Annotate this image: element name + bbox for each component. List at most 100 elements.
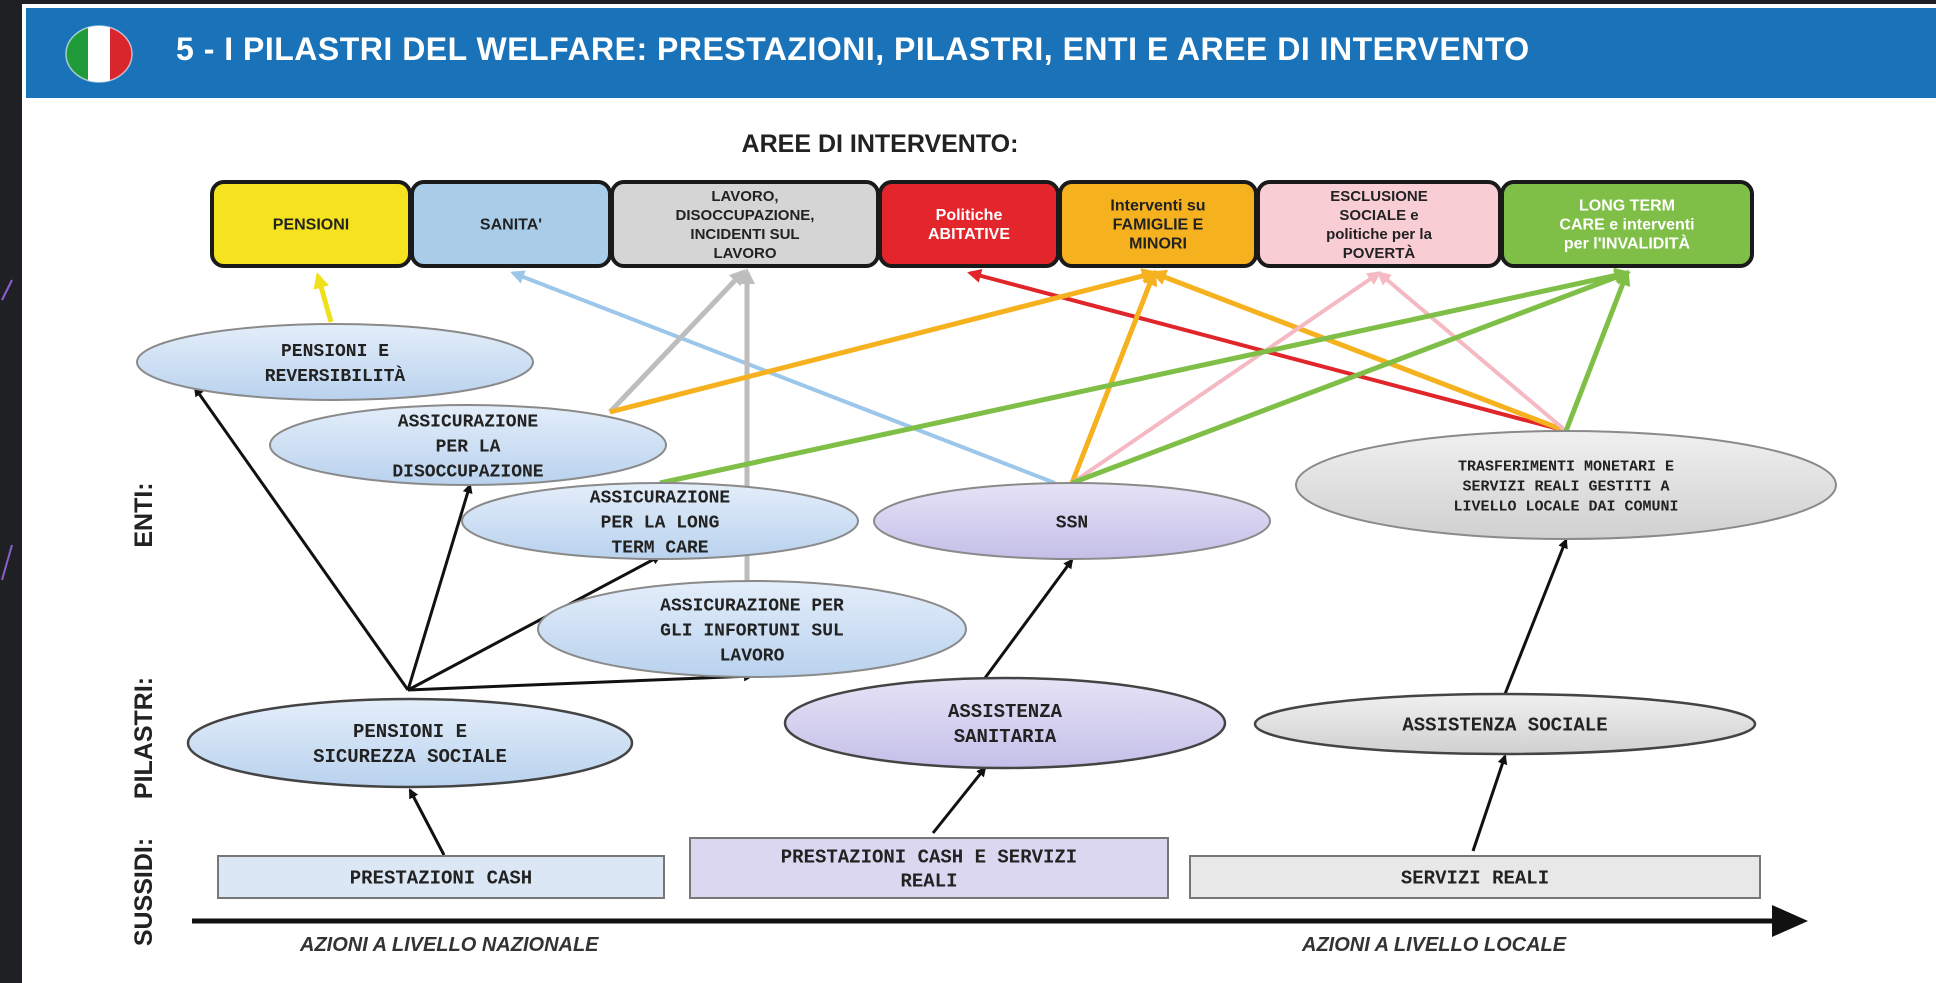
sussidio-box bbox=[689, 837, 1169, 899]
arrow-black bbox=[1503, 538, 1568, 695]
area-label-line: MINORI bbox=[1129, 236, 1187, 253]
arrow-pink bbox=[1070, 271, 1382, 485]
area-poverta: ESCLUSIONE SOCIALE e politiche per la POVER… bbox=[1256, 180, 1502, 268]
sussidio-box bbox=[1189, 855, 1761, 899]
arrow-blue bbox=[510, 270, 1056, 485]
arrow-green bbox=[659, 267, 1631, 486]
area-label-line: FAMIGLIE E bbox=[1113, 217, 1204, 234]
area-label-line: SOCIALE e bbox=[1339, 207, 1418, 224]
area-label-line: INCIDENTI SUL bbox=[690, 226, 799, 243]
area-sanita: SANITA' bbox=[410, 180, 612, 268]
area-label: ESCLUSIONE SOCIALE e politiche per la POVER… bbox=[1326, 188, 1433, 262]
area-pensioni: PENSIONI bbox=[210, 180, 412, 268]
arrow-black bbox=[407, 554, 662, 692]
ente-ellipse bbox=[136, 323, 534, 401]
sussidio-label-line: PRESTAZIONI CASH bbox=[350, 868, 532, 890]
ente-label-line: ASSICURAZIONE bbox=[590, 488, 731, 508]
arrow-black bbox=[407, 671, 754, 692]
area-label-line: DISOCCUPAZIONE, bbox=[676, 207, 815, 224]
areas-title: AREE DI INTERVENTO: bbox=[742, 130, 1019, 158]
arrow-black bbox=[406, 483, 473, 691]
pilastro-sicurezza: PENSIONI E SICUREZZA SOCIALE bbox=[186, 697, 634, 789]
page-title: 5 - I PILASTRI DEL WELFARE: PRESTAZIONI,… bbox=[176, 31, 1530, 67]
pilastro-label-line: ASSISTENZA SOCIALE bbox=[1402, 715, 1607, 737]
ente-label-line: PER LA LONG bbox=[601, 513, 720, 533]
row-label-pilastri: PILASTRI: bbox=[130, 677, 158, 799]
ente-ssn: SSN bbox=[873, 482, 1271, 560]
header-bar: 5 - I PILASTRI DEL WELFARE: PRESTAZIONI,… bbox=[26, 8, 1936, 98]
arrow-black bbox=[193, 386, 410, 691]
ente-label-line: LAVORO bbox=[720, 646, 785, 666]
arrow-green bbox=[1071, 269, 1631, 486]
arrow-orange bbox=[1150, 269, 1567, 434]
arrow-orange bbox=[609, 268, 1158, 415]
ente-label: SSN bbox=[1056, 513, 1088, 533]
axis-arrowhead bbox=[1772, 905, 1808, 937]
pilastro-label: ASSISTENZA SOCIALE bbox=[1402, 715, 1607, 737]
ente-label-line: ASSICURAZIONE PER bbox=[660, 596, 844, 616]
arrow-orange bbox=[1069, 269, 1158, 484]
sussidio-label: PRESTAZIONI CASH bbox=[350, 868, 532, 890]
sussidio-label-line: PRESTAZIONI CASH E SERVIZI bbox=[781, 847, 1077, 869]
ente-ellipse bbox=[461, 482, 859, 560]
row-label-sussidi: SUSSIDI: bbox=[130, 838, 158, 946]
area-label-line: CARE e interventi bbox=[1559, 217, 1694, 234]
area-label-line: per l'INVALIDITÀ bbox=[1564, 234, 1691, 253]
area-famiglie: Interventi su FAMIGLIE E MINORI bbox=[1058, 180, 1258, 268]
area-label-line: POVERTÀ bbox=[1343, 245, 1416, 262]
ente-label-line: ASSICURAZIONE bbox=[398, 412, 539, 432]
pilastro-label-line: PENSIONI E bbox=[353, 721, 467, 743]
area-label-line: LAVORO bbox=[713, 245, 776, 262]
arrow-yellow bbox=[313, 272, 334, 323]
pilastro-label-line: SICUREZZA SOCIALE bbox=[313, 746, 507, 768]
arrow-pink bbox=[1376, 271, 1568, 433]
pilastro-label-line: SANITARIA bbox=[954, 726, 1057, 748]
pilastro-ellipse bbox=[1253, 692, 1757, 756]
arrow-gray bbox=[608, 269, 746, 414]
area-label-line: ESCLUSIONE bbox=[1330, 188, 1428, 205]
arrow-black bbox=[931, 766, 987, 834]
area-label-line: ABITATIVE bbox=[928, 226, 1010, 243]
ente-label-line: SSN bbox=[1056, 513, 1088, 533]
ente-ellipse bbox=[537, 580, 967, 678]
italy-flag-icon bbox=[65, 25, 133, 83]
area-label-line: Interventi su bbox=[1110, 198, 1205, 215]
ente-ellipse bbox=[269, 404, 667, 486]
area-label: SANITA' bbox=[480, 217, 542, 234]
decorative-stroke bbox=[1, 544, 13, 581]
pilastro-ellipse bbox=[186, 697, 634, 789]
arrow-black bbox=[408, 788, 446, 856]
pilastro-sociale: ASSISTENZA SOCIALE bbox=[1253, 692, 1757, 756]
arrow-black bbox=[983, 558, 1074, 679]
area-label-line: politiche per la bbox=[1326, 226, 1433, 243]
arrow-green bbox=[1563, 269, 1631, 432]
area-label: PENSIONI bbox=[273, 217, 349, 234]
ente-ellipse bbox=[1295, 430, 1837, 540]
pilastro-label: PENSIONI E SICUREZZA SOCIALE bbox=[313, 721, 507, 768]
area-box bbox=[1500, 180, 1754, 268]
area-label-line: PENSIONI bbox=[273, 217, 349, 234]
footer-local: AZIONI A LIVELLO LOCALE bbox=[1301, 934, 1567, 956]
area-label: Interventi su FAMIGLIE E MINORI bbox=[1110, 198, 1205, 253]
sussidio-label: SERVIZI REALI bbox=[1401, 868, 1549, 890]
